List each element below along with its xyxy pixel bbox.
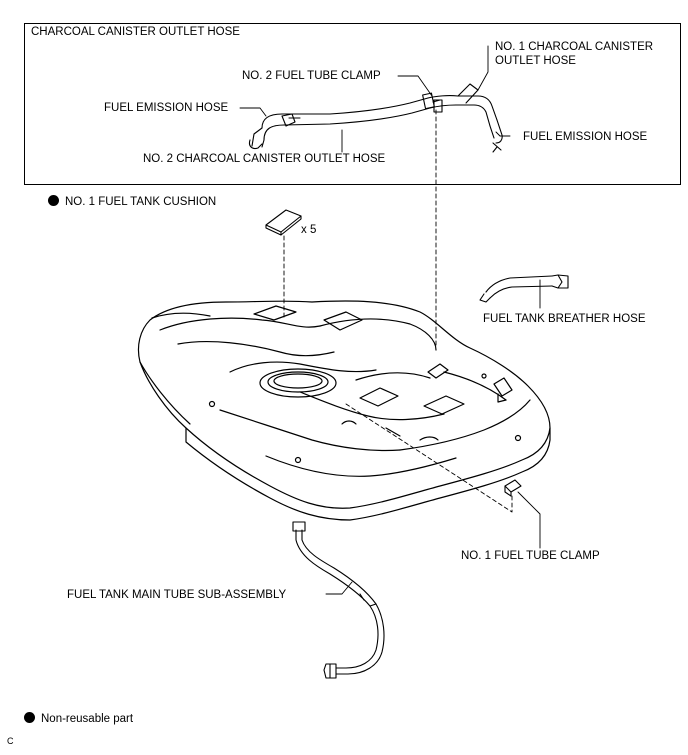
label-fuel-emission-hose-left: FUEL EMISSION HOSE [104, 102, 229, 114]
corner-mark: C [7, 736, 14, 746]
legend-text: Non-reusable part [41, 713, 134, 725]
label-no2-fuel-tube-clamp: NO. 2 FUEL TUBE CLAMP [242, 70, 381, 82]
leader-tube-clamp [517, 491, 541, 549]
label-cushion-qty: x 5 [301, 224, 317, 236]
label-fuel-tank-main-tube: FUEL TANK MAIN TUBE SUB-ASSEMBLY [67, 589, 287, 601]
non-reusable-dot-icon [48, 195, 59, 206]
filled-circle-icon [24, 712, 35, 723]
charcoal-canister-hose-assembly [248, 83, 503, 153]
label-no1-fuel-tank-cushion: NO. 1 FUEL TANK CUSHION [48, 195, 216, 209]
label-no1-fuel-tube-clamp: NO. 1 FUEL TUBE CLAMP [461, 550, 600, 562]
label-no1-canister-outlet-hose-line1: NO. 1 CHARCOAL CANISTER [495, 41, 654, 53]
fuel-tank-cushion-part [265, 209, 302, 236]
leader-main-tube [325, 581, 353, 595]
no1-fuel-tube-clamp-part [504, 479, 522, 497]
leader-lines-box [239, 45, 511, 153]
label-no1-canister-outlet-hose-line2: OUTLET HOSE [495, 55, 576, 67]
fuel-tank-body [137, 300, 551, 521]
label-no1-fuel-tank-cushion-text: NO. 1 FUEL TANK CUSHION [65, 196, 217, 208]
label-no2-canister-outlet-hose: NO. 2 CHARCOAL CANISTER OUTLET HOSE [143, 153, 386, 165]
fuel-tank-breather-hose-part [479, 274, 569, 303]
legend: Non-reusable part [24, 712, 133, 726]
label-fuel-emission-hose-right: FUEL EMISSION HOSE [523, 131, 648, 143]
label-fuel-tank-breather-hose: FUEL TANK BREATHER HOSE [483, 313, 646, 325]
canister-hose-group-frame [24, 23, 681, 185]
guide-dashed-tube-clamp [345, 403, 513, 513]
box-title: CHARCOAL CANISTER OUTLET HOSE [31, 26, 240, 38]
fuel-tank-main-tube-part [292, 521, 385, 679]
